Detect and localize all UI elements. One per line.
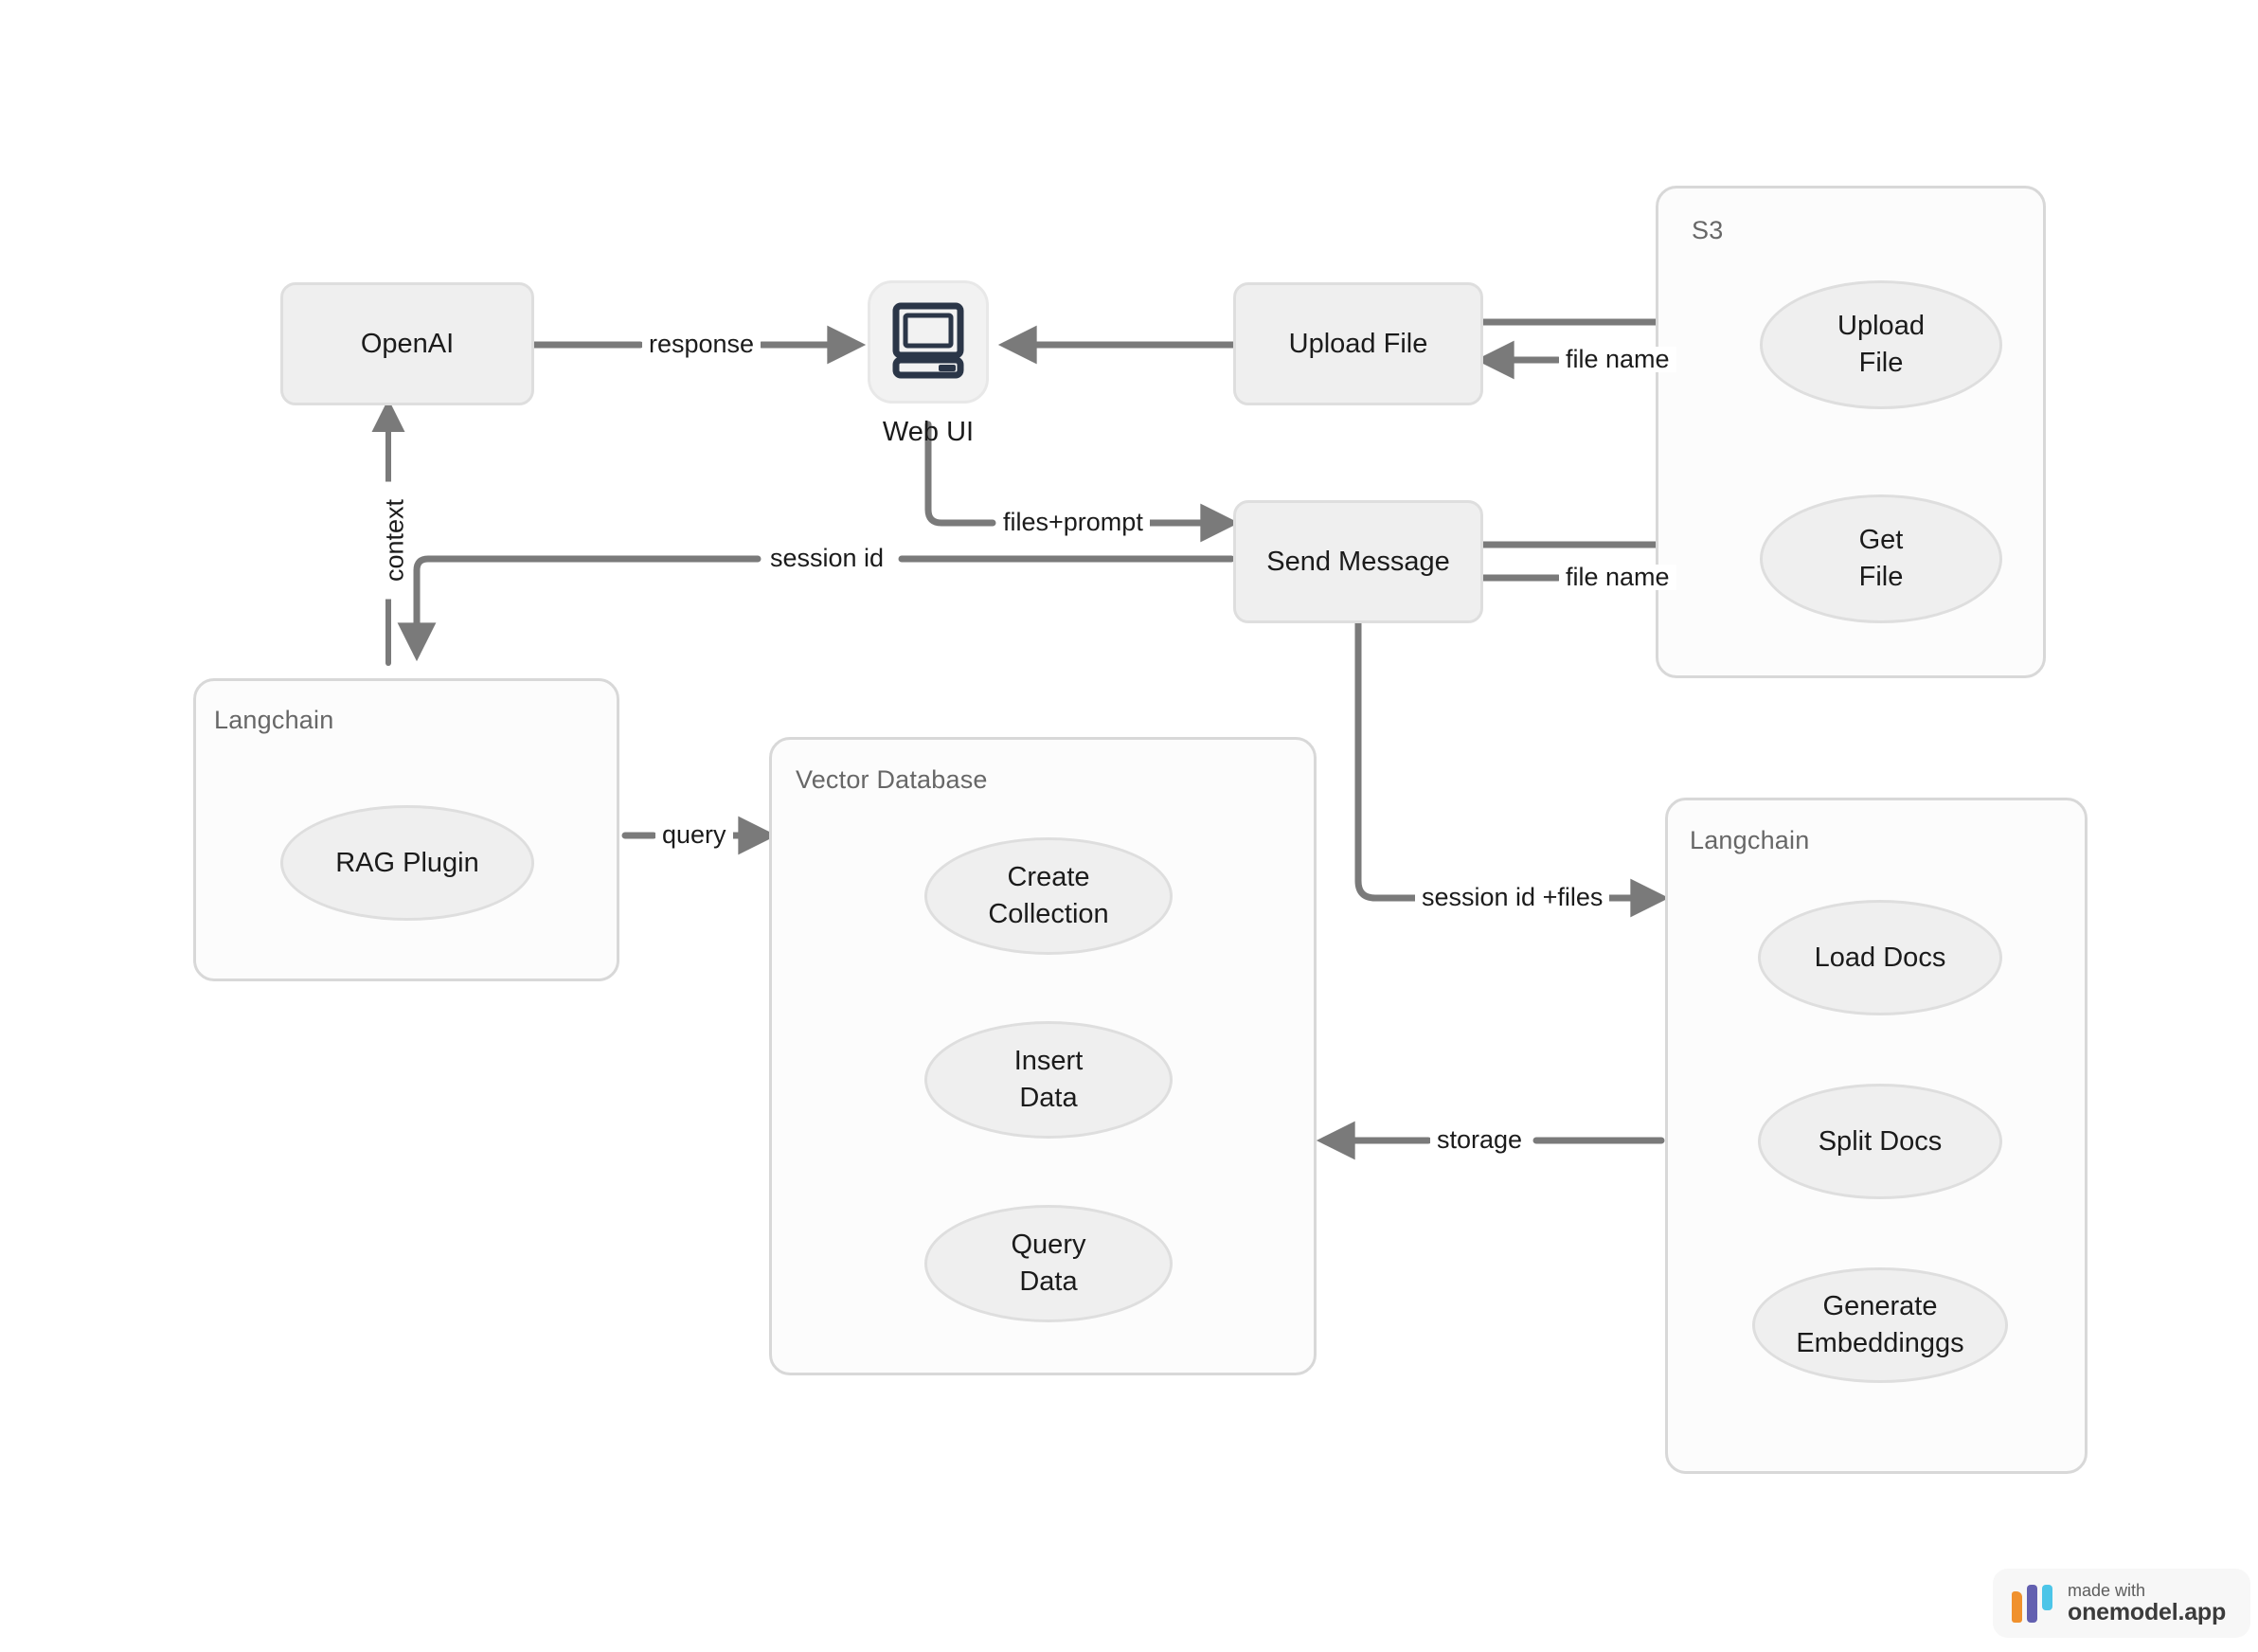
watermark-made-with: made with xyxy=(2068,1581,2146,1600)
vdb-node-query-data-line2: Data xyxy=(1019,1266,1078,1297)
node-web-ui[interactable] xyxy=(868,280,989,404)
edge-sessionid-elbow xyxy=(397,555,762,662)
edge-label-query: query xyxy=(655,822,733,848)
vdb-node-insert-data-line1: Insert xyxy=(1013,1046,1084,1077)
vdb-node-insert-data-line2: Data xyxy=(1019,1083,1078,1113)
group-s3-title: S3 xyxy=(1692,216,1724,244)
desktop-computer-icon xyxy=(891,301,965,384)
edge-label-file-name-upload: file name xyxy=(1559,347,1676,372)
s3-node-get-file-line2: File xyxy=(1858,562,1904,592)
node-upload-file-label: Upload File xyxy=(1288,328,1428,359)
node-send-message-label: Send Message xyxy=(1266,546,1450,577)
node-openai[interactable]: OpenAI xyxy=(280,282,534,405)
edge-label-file-name-get: file name xyxy=(1559,565,1676,590)
langchain-node-generate-embeddings-line1: Generate xyxy=(1822,1291,1938,1322)
langchain-node-generate-embeddings-line2: Embeddinggs xyxy=(1796,1328,1964,1358)
vdb-node-create-collection[interactable]: Create Collection xyxy=(924,837,1173,955)
langchain-node-generate-embeddings[interactable]: Generate Embeddinggs xyxy=(1752,1267,2008,1383)
s3-node-get-file[interactable]: Get File xyxy=(1760,494,2002,623)
langchain-node-rag-plugin[interactable]: RAG Plugin xyxy=(280,805,534,921)
edge-label-context: context xyxy=(381,481,409,600)
group-langchain-rag xyxy=(193,678,619,981)
vdb-node-create-collection-line1: Create xyxy=(1007,862,1090,893)
vdb-node-create-collection-line2: Collection xyxy=(988,899,1109,929)
group-vector-database-title: Vector Database xyxy=(796,765,988,794)
node-openai-label: OpenAI xyxy=(360,328,455,359)
vdb-node-query-data[interactable]: Query Data xyxy=(924,1205,1173,1322)
langchain-node-split-docs-label: Split Docs xyxy=(1818,1125,1943,1157)
group-langchain-ingest-title: Langchain xyxy=(1690,826,1810,854)
onemodel-logo-icon xyxy=(2012,1584,2052,1623)
node-web-ui-label: Web UI xyxy=(882,417,975,447)
node-upload-file[interactable]: Upload File xyxy=(1233,282,1483,405)
watermark-domain: onemodel.app xyxy=(2068,1598,2227,1625)
langchain-node-split-docs[interactable]: Split Docs xyxy=(1758,1084,2002,1199)
langchain-node-load-docs[interactable]: Load Docs xyxy=(1758,900,2002,1015)
s3-node-upload-file-line1: Upload xyxy=(1837,311,1925,342)
vdb-node-query-data-line1: Query xyxy=(1011,1230,1086,1261)
vdb-node-insert-data[interactable]: Insert Data xyxy=(924,1021,1173,1139)
edge-label-session-id: session id xyxy=(763,546,891,571)
langchain-node-rag-plugin-label: RAG Plugin xyxy=(335,847,479,878)
edge-label-session-id-files: session id +files xyxy=(1415,885,1610,910)
edge-sessionidfiles-elbow xyxy=(1354,620,1425,902)
edge-label-response: response xyxy=(642,332,762,357)
edge-label-files-prompt: files+prompt xyxy=(996,510,1150,535)
s3-node-upload-file[interactable]: Upload File xyxy=(1760,280,2002,409)
group-langchain-rag-title: Langchain xyxy=(214,706,334,734)
langchain-node-load-docs-label: Load Docs xyxy=(1814,942,1946,973)
s3-node-get-file-line1: Get xyxy=(1858,525,1904,556)
s3-node-upload-file-line2: File xyxy=(1858,348,1904,378)
watermark-badge[interactable]: made with onemodel.app xyxy=(1993,1569,2251,1639)
node-send-message[interactable]: Send Message xyxy=(1233,500,1483,623)
edge-label-storage: storage xyxy=(1430,1127,1530,1153)
